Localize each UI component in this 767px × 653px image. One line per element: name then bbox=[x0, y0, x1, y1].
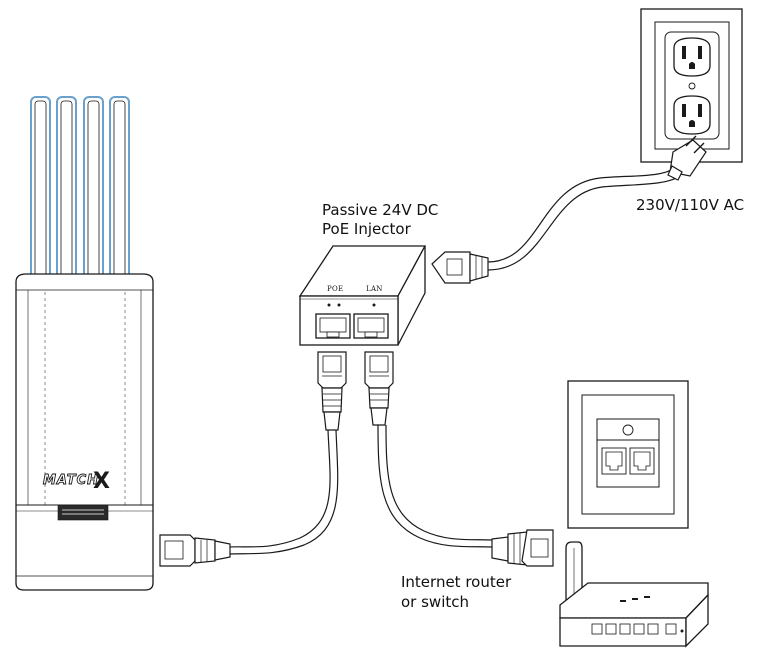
rj45-plug-gateway bbox=[159, 534, 231, 567]
outlet-socket-top bbox=[673, 37, 711, 77]
outlet-socket-bottom bbox=[673, 95, 711, 135]
ac-iec-connector bbox=[431, 251, 489, 284]
lan-cable-to-router bbox=[377, 424, 493, 548]
router-label-line1: Internet router bbox=[401, 573, 512, 591]
rj45-plug-router bbox=[491, 529, 554, 567]
antenna-group bbox=[30, 96, 130, 284]
gateway-brand-accent: X bbox=[93, 469, 110, 494]
rj45-plug-lan bbox=[364, 351, 394, 426]
router-label-line2: or switch bbox=[401, 593, 469, 611]
poe-cable-to-gateway bbox=[227, 429, 331, 548]
wall-outlet bbox=[640, 8, 743, 163]
ac-power-cable bbox=[487, 167, 676, 263]
ethernet-wall-jack bbox=[567, 380, 689, 529]
injector-title-line2: PoE Injector bbox=[322, 220, 411, 238]
injector-title-line1: Passive 24V DC bbox=[322, 201, 439, 219]
cable-group bbox=[227, 167, 681, 555]
ac-wall-plug bbox=[667, 135, 707, 181]
gateway-device bbox=[15, 96, 154, 591]
network-router bbox=[559, 541, 709, 648]
poe-injector bbox=[298, 245, 427, 346]
gateway-brand-text: MATCH bbox=[43, 473, 99, 488]
injector-port-lan-label: LAN bbox=[366, 285, 383, 293]
gateway-vent bbox=[57, 504, 109, 521]
rj45-plug-poe bbox=[317, 351, 347, 431]
outlet-voltage-label: 230V/110V AC bbox=[636, 196, 745, 214]
gateway-housing bbox=[15, 273, 154, 591]
injector-port-poe-label: POE bbox=[327, 285, 344, 293]
